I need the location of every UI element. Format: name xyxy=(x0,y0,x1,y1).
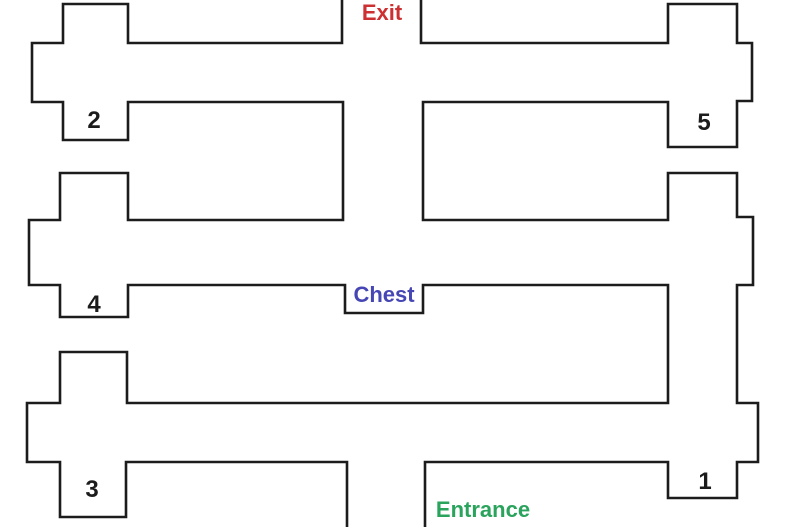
entrance-label: Entrance xyxy=(436,497,530,522)
room-number-1: 1 xyxy=(698,468,711,495)
maze-wall-outline-2 xyxy=(419,0,760,527)
chest-label: Chest xyxy=(353,282,415,307)
room-number-4: 4 xyxy=(87,291,101,318)
room-number-2: 2 xyxy=(87,107,100,134)
exit-label: Exit xyxy=(362,0,403,25)
room-number-3: 3 xyxy=(85,476,98,503)
maze-wall-outline-1 xyxy=(25,0,670,527)
room-number-5: 5 xyxy=(697,109,710,136)
maze-walls xyxy=(25,0,760,527)
